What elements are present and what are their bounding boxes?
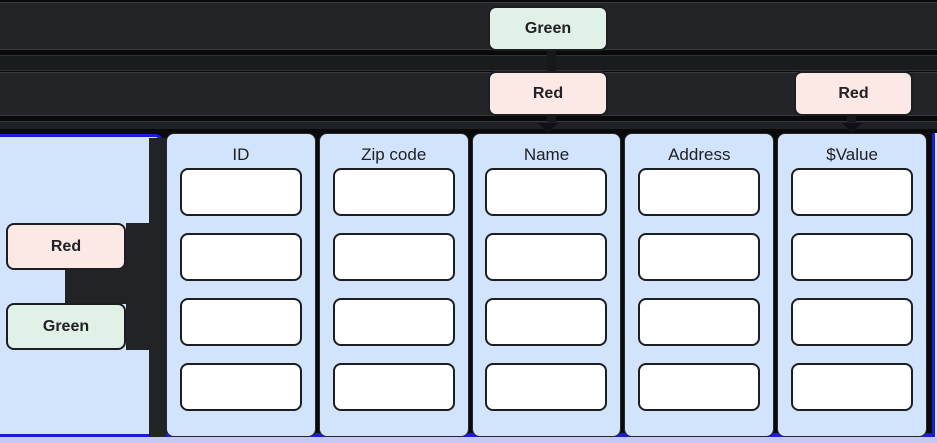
column-address: Address	[624, 133, 775, 437]
cell-input[interactable]	[332, 298, 455, 346]
column-name: Name	[471, 133, 622, 437]
column-value: $Value	[777, 133, 927, 437]
right-panel-sliver	[932, 133, 937, 437]
cell-input[interactable]	[791, 298, 914, 346]
connector-red-to-name	[547, 112, 556, 122]
column-header: Zip code	[361, 145, 427, 164]
cell-input[interactable]	[332, 363, 455, 411]
cell-input[interactable]	[485, 168, 608, 216]
cell-input[interactable]	[638, 363, 761, 411]
connector-band	[0, 121, 937, 129]
cell-input[interactable]	[179, 168, 302, 216]
cell-input[interactable]	[638, 233, 761, 281]
top-bar-2	[0, 72, 937, 116]
cell-input[interactable]	[791, 363, 914, 411]
arrowhead-down-icon	[842, 123, 862, 133]
arrowhead-down-icon	[538, 123, 558, 133]
node-red-side[interactable]: Red	[6, 223, 126, 270]
table-panel: ID Zip code Name Address $Value	[166, 133, 927, 437]
cell-input[interactable]	[485, 298, 608, 346]
cell-input[interactable]	[791, 168, 914, 216]
cell-input[interactable]	[791, 233, 914, 281]
cell-input[interactable]	[332, 233, 455, 281]
connector-green-to-red	[547, 50, 556, 72]
cell-input[interactable]	[485, 233, 608, 281]
column-header: ID	[232, 145, 250, 164]
column-inputs	[638, 168, 761, 428]
column-inputs	[485, 168, 608, 428]
node-red-over-name[interactable]: Red	[488, 71, 608, 116]
selection-underline	[0, 433, 937, 437]
top-bar-thin	[0, 55, 937, 71]
column-id: ID	[166, 133, 316, 437]
node-green-side[interactable]: Green	[6, 303, 126, 350]
cell-input[interactable]	[485, 363, 608, 411]
column-inputs	[179, 168, 302, 428]
column-inputs	[332, 168, 455, 428]
cell-input[interactable]	[179, 298, 302, 346]
column-header: $Value	[826, 145, 878, 164]
cell-input[interactable]	[179, 233, 302, 281]
column-zip-code: Zip code	[318, 133, 469, 437]
node-green-top[interactable]: Green	[488, 6, 608, 51]
connector-red-to-value	[847, 112, 856, 122]
cell-input[interactable]	[638, 168, 761, 216]
bottom-strip	[0, 437, 937, 443]
connector-vertical-strip	[149, 138, 166, 437]
cell-input[interactable]	[179, 363, 302, 411]
top-bar-1	[0, 2, 937, 50]
column-header: Name	[523, 145, 570, 164]
cell-input[interactable]	[332, 168, 455, 216]
column-inputs	[791, 168, 914, 428]
cell-input[interactable]	[638, 298, 761, 346]
column-header: Address	[668, 145, 731, 164]
node-red-over-value[interactable]: Red	[794, 71, 913, 116]
